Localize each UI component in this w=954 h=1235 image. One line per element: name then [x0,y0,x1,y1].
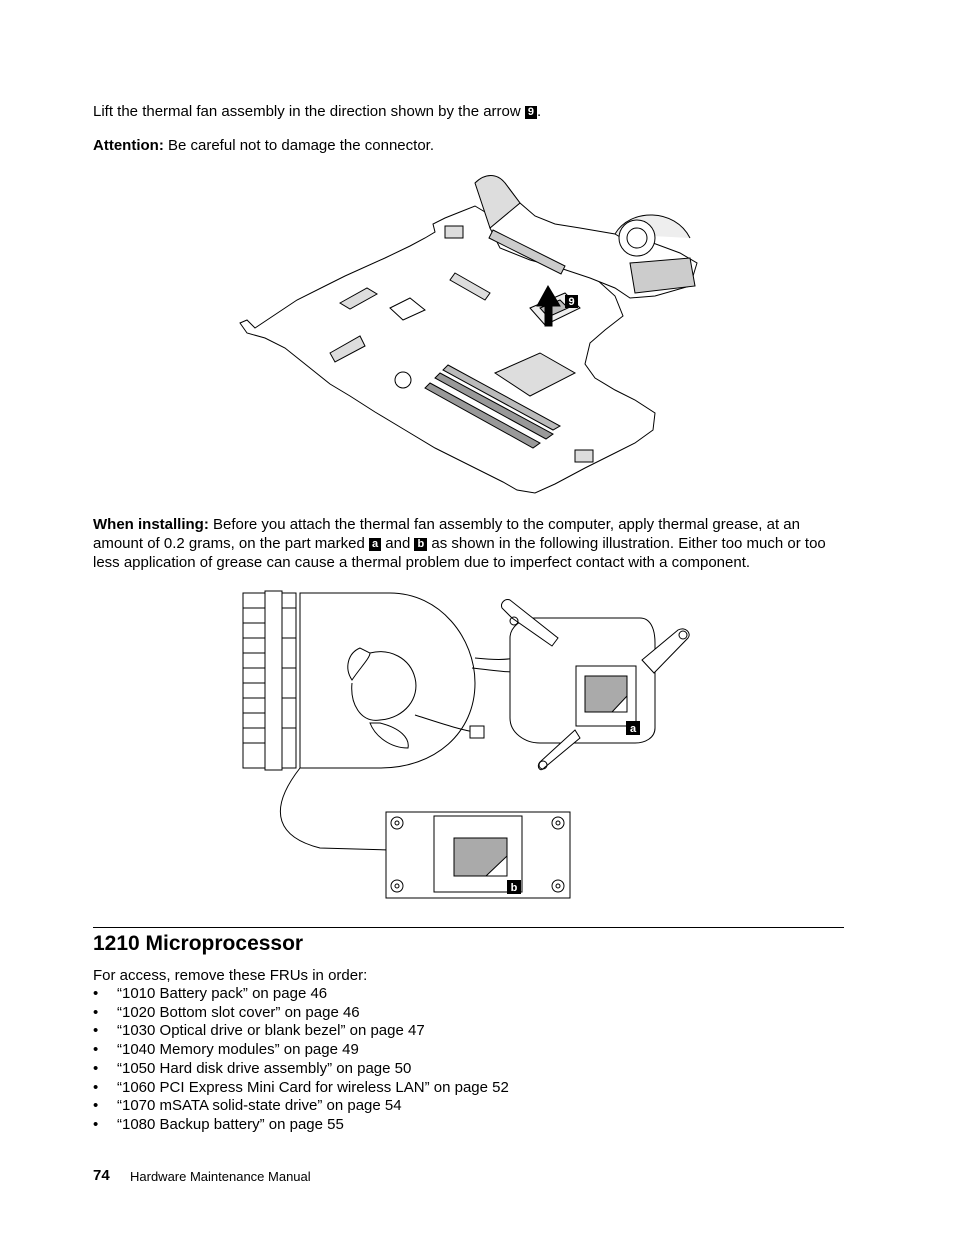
figure1-callout-9: 9 [568,296,574,308]
callout-b: b [414,538,428,551]
callout-a: a [368,538,382,551]
attention-text: Be careful not to damage the connector. [167,137,434,154]
list-item: •“1050 Hard disk drive assembly” on page… [93,1059,412,1077]
list-item: •“1020 Bottom slot cover” on page 46 [93,1003,360,1021]
list-item: •“1040 Memory modules” on page 49 [93,1041,359,1059]
attention-note: Attention: Be careful not to damage the … [93,136,848,155]
list-item: •“1030 Optical drive or blank bezel” on … [93,1022,425,1040]
installing-label: When installing: [93,516,209,533]
fru-list: •“1010 Battery pack” on page 46 •“1020 B… [93,985,509,1135]
section-title: 1210 Microprocessor [93,932,304,955]
list-item: •“1070 mSATA solid-state drive” on page … [93,1097,402,1115]
installing-note: When installing: Before you attach the t… [93,516,826,571]
footer-title: Hardware Maintenance Manual [130,1169,311,1184]
thermal-fan-removal-illustration: 9 [239,175,698,494]
section-divider [93,927,844,928]
list-item: •“1010 Battery pack” on page 46 [93,985,328,1002]
section-intro: For access, remove these FRUs in order: [93,967,368,984]
list-item: •“1080 Backup battery” on page 55 [93,1115,344,1133]
figure2-callout-a: a [630,723,637,735]
list-item: •“1060 PCI Express Mini Card for wireles… [93,1078,509,1096]
step-instruction: Lift the thermal fan assembly in the dir… [93,103,542,120]
page-number: 74 [93,1167,110,1184]
callout-9: 9 [524,106,538,119]
attention-label: Attention: [93,137,164,154]
figure2-callout-b: b [511,882,518,894]
thermal-grease-illustration: a b [242,590,690,899]
